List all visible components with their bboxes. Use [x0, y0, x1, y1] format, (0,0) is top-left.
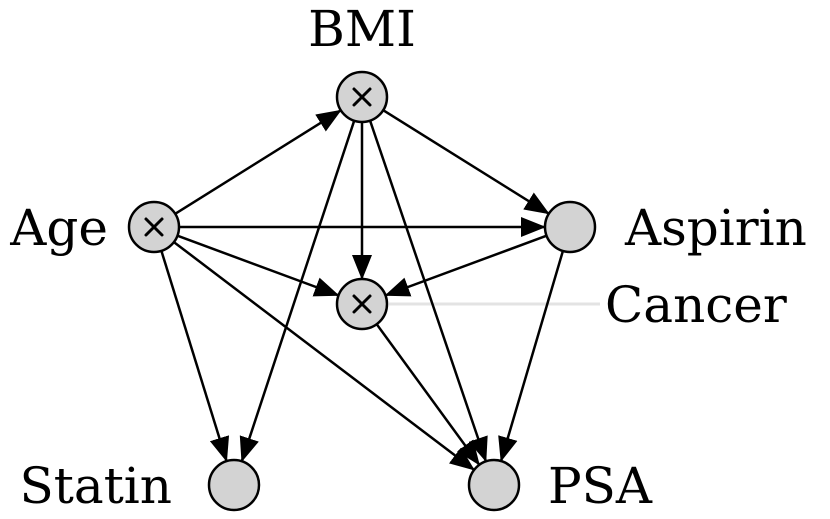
edge-age-to-statin: [160, 250, 230, 463]
aspirin-node-circle: [543, 200, 597, 254]
node-age: Age: [9, 199, 181, 257]
edge-aspirin-to-cancer: [384, 234, 548, 297]
cancer-cross-icon: [352, 294, 372, 314]
statin-label: Statin: [20, 457, 172, 515]
psa-node-circle: [467, 458, 521, 512]
edge-bmi-to-statin: [239, 120, 356, 463]
age-cross-icon: [144, 217, 164, 237]
cancer-label: Cancer: [605, 276, 787, 334]
edge-age-to-psa: [173, 241, 475, 471]
bmi-label: BMI: [308, 0, 416, 58]
psa-label: PSA: [548, 457, 653, 515]
edge-cancer-to-psa: [375, 323, 480, 466]
node-psa: PSA: [467, 457, 653, 515]
bmi-cross-icon: [352, 87, 372, 107]
edge-age-to-cancer: [176, 234, 340, 297]
aspirin-label: Aspirin: [624, 199, 807, 257]
edges: [160, 109, 565, 471]
edge-age-to-bmi: [174, 109, 342, 215]
node-aspirin: Aspirin: [543, 199, 807, 257]
nodes: BMI Age Aspirin Cancer Statin PSA: [9, 0, 807, 515]
age-label: Age: [9, 199, 108, 257]
node-cancer: Cancer: [335, 276, 787, 334]
statin-node-circle: [207, 458, 261, 512]
node-statin: Statin: [20, 457, 261, 515]
edge-aspirin-to-psa: [498, 250, 565, 463]
edge-bmi-to-psa: [368, 120, 488, 463]
node-bmi: BMI: [308, 0, 416, 124]
edge-bmi-to-aspirin: [382, 109, 550, 215]
